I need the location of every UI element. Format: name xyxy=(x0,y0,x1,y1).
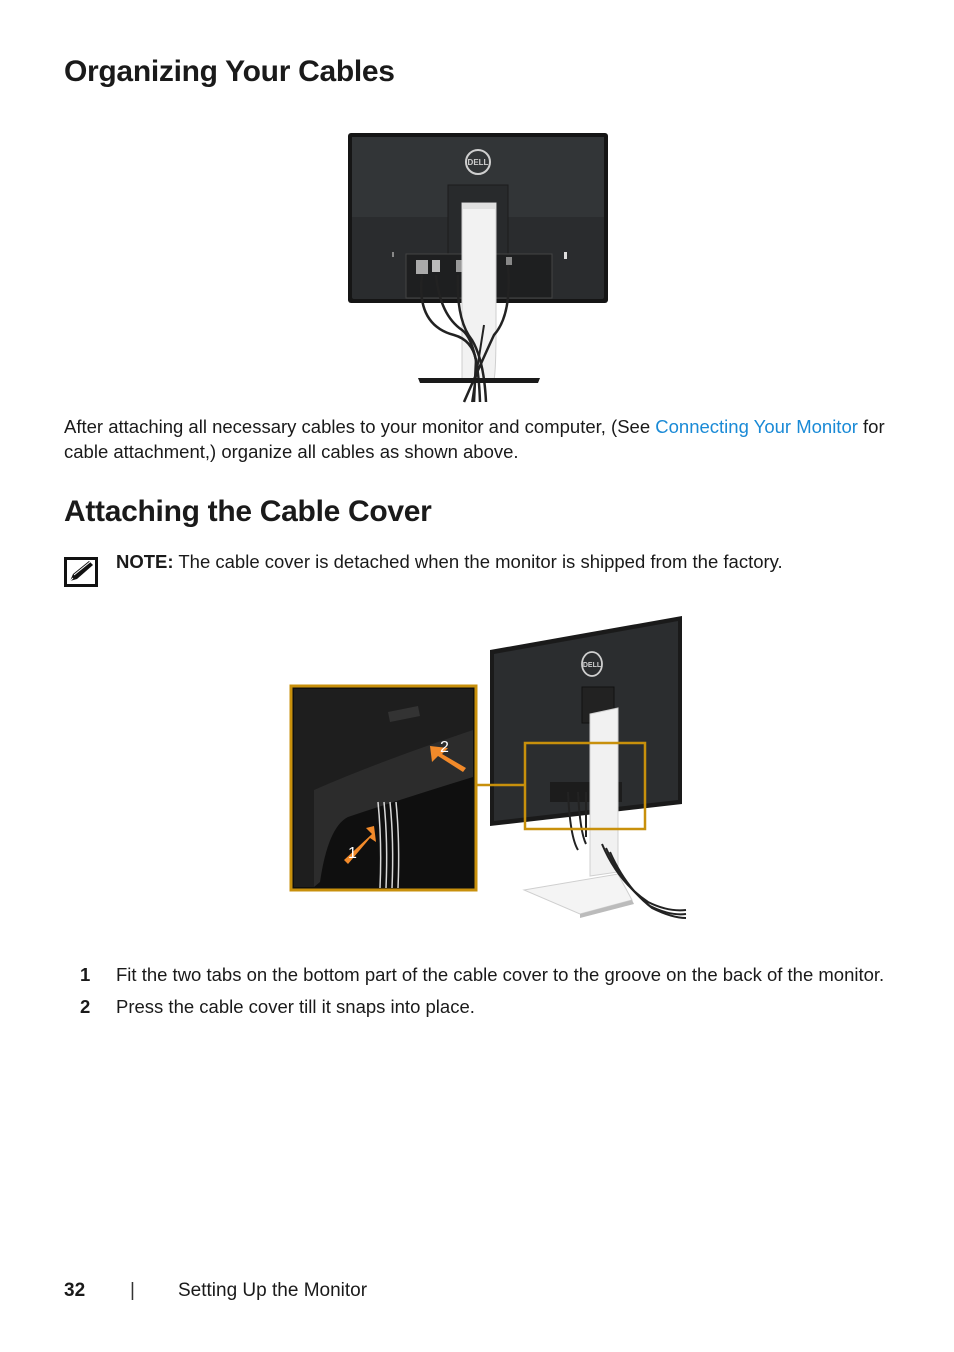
note-label: NOTE: xyxy=(116,551,174,572)
page-number: 32 xyxy=(64,1280,86,1301)
svg-text:DELL: DELL xyxy=(468,158,489,167)
callout-label-1: 1 xyxy=(348,845,357,862)
organizing-paragraph: After attaching all necessary cables to … xyxy=(64,414,894,464)
arrow-step-2-icon: 2 xyxy=(430,739,466,772)
step-number: 2 xyxy=(80,996,91,1017)
step-text: Fit the two tabs on the bottom part of t… xyxy=(116,964,885,985)
svg-text:DELL: DELL xyxy=(583,662,602,669)
step-text: Press the cable cover till it snaps into… xyxy=(116,996,475,1017)
footer-separator: | xyxy=(130,1280,135,1301)
steps-list: 1 Fit the two tabs on the bottom part of… xyxy=(64,962,894,1026)
list-item: 1 Fit the two tabs on the bottom part of… xyxy=(64,962,894,987)
dell-logo: DELL xyxy=(465,149,491,175)
section-title-organizing: Organizing Your Cables xyxy=(64,55,395,88)
figure-organized-cables: DELL xyxy=(348,133,608,403)
dell-logo-2: DELL xyxy=(581,651,603,677)
connecting-monitor-link[interactable]: Connecting Your Monitor xyxy=(655,416,858,437)
arrow-step-1-icon: 1 xyxy=(344,826,376,864)
note-text: NOTE: The cable cover is detached when t… xyxy=(116,549,896,574)
note-body: The cable cover is detached when the mon… xyxy=(173,551,783,572)
list-item: 2 Press the cable cover till it snaps in… xyxy=(64,994,894,1019)
footer-section-name: Setting Up the Monitor xyxy=(178,1280,368,1301)
figure-attach-cable-cover: DELL 1 2 xyxy=(289,616,687,919)
step-number: 1 xyxy=(80,964,91,985)
section-title-cable-cover: Attaching the Cable Cover xyxy=(64,495,432,528)
para-text-after: for cable attachment,) organize all cabl… xyxy=(64,416,885,462)
note-pencil-icon xyxy=(64,557,98,587)
note-block: NOTE: The cable cover is detached when t… xyxy=(64,549,894,589)
callout-label-2: 2 xyxy=(440,739,449,756)
para-text-before: After attaching all necessary cables to … xyxy=(64,416,656,437)
